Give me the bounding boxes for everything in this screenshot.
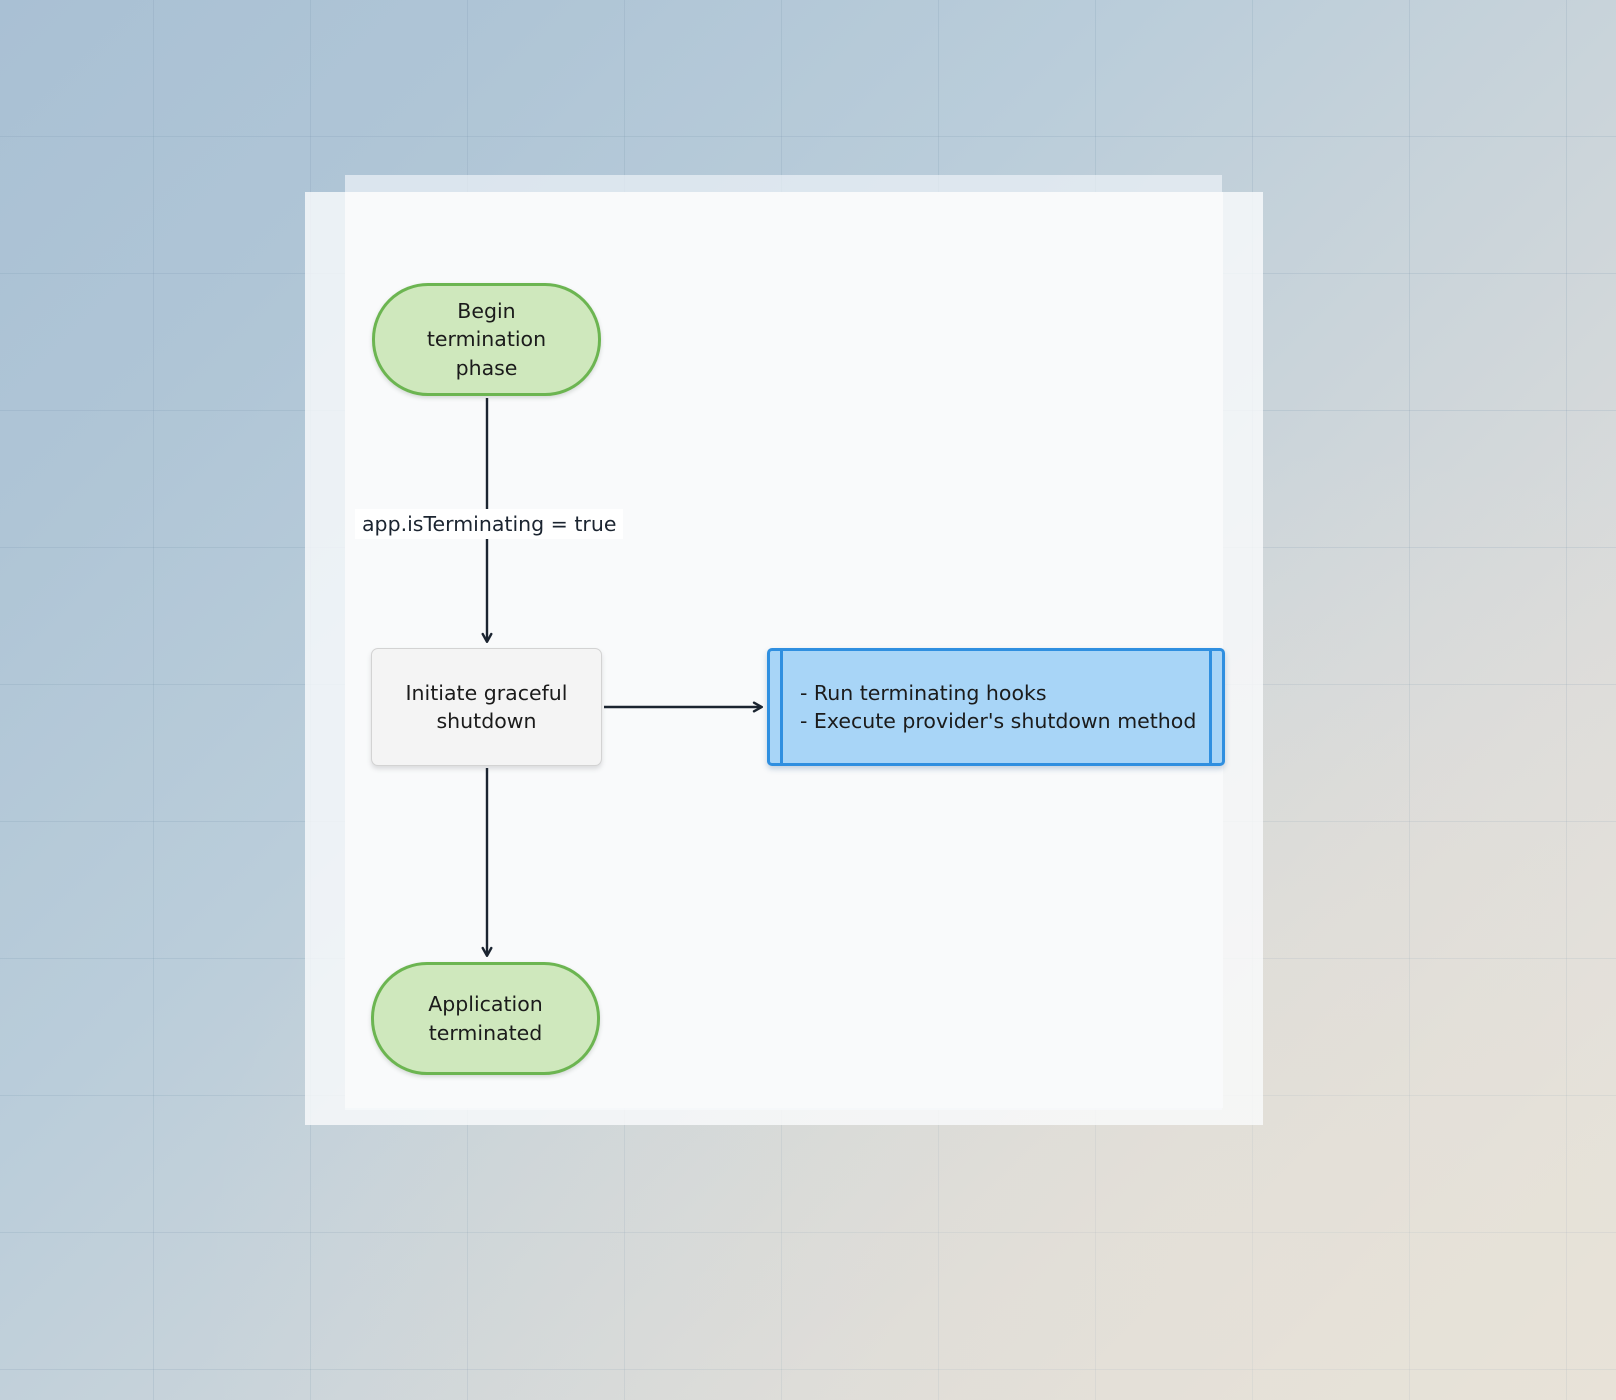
node-terminating-hooks-subroutine[interactable]: - Run terminating hooks - Execute provid… bbox=[767, 648, 1225, 766]
subroutine-left-bar bbox=[780, 651, 784, 763]
hooks-line-execute-provider-shutdown: - Execute provider's shutdown method bbox=[800, 709, 1197, 733]
edge-label-app-is-terminating: app.isTerminating = true bbox=[355, 509, 624, 539]
node-hooks-label: - Run terminating hooks - Execute provid… bbox=[800, 679, 1196, 736]
subroutine-right-bar bbox=[1208, 651, 1212, 763]
hooks-line-run-terminating-hooks: - Run terminating hooks bbox=[800, 680, 1047, 705]
